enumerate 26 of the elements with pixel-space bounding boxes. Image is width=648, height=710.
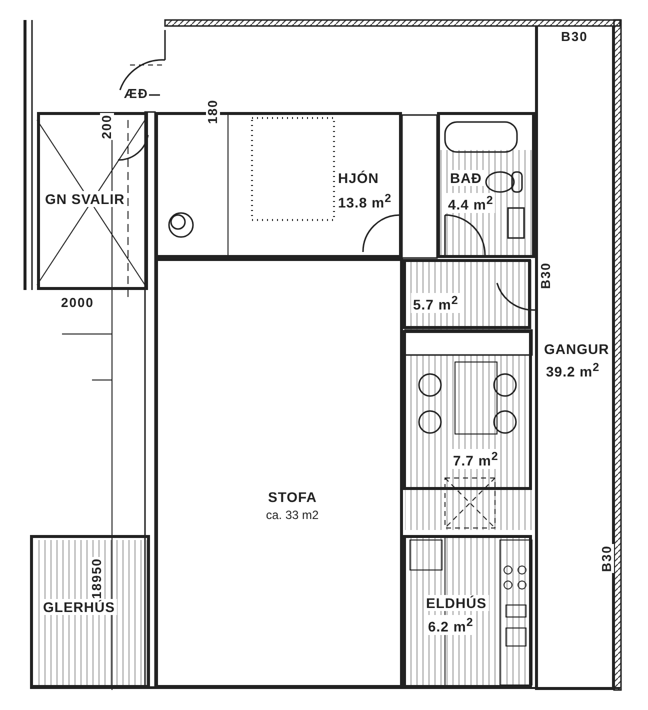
dimension-label: 180 [206,98,220,125]
room-area: 39.2 m$^{2}$ [544,360,602,380]
room-name: STOFA [266,489,319,505]
wall-label: B30 [600,544,614,573]
dimension-label: 200 [100,113,114,140]
room-outline [403,259,531,329]
room-label: 7.7 m$^{2}$ [451,449,500,469]
room-label: GLERHÚS [41,599,117,615]
room-outline [437,112,535,258]
room-area: 4.4 m$^{2}$ [446,193,496,213]
room-name: GANGUR [542,341,612,357]
wall-label: B30 [539,261,553,290]
room-outline [403,330,532,490]
room-area: 6.2 m$^{2}$ [426,615,476,635]
room-area: 13.8 m$^{2}$ [336,191,394,211]
room-label: GN SVALIR [43,191,127,207]
room-label: 5.7 m$^{2}$ [411,293,460,313]
annotation-label: ÆÐ [123,87,150,101]
room-name: ELDHÚS [424,595,489,611]
wall-label: B30 [560,30,589,44]
dimension-label: 2000 [60,296,95,310]
dimension-label: 18950 [90,556,104,600]
room-outline [155,258,403,688]
room-outline [403,535,532,688]
room-name: BAÐ [448,170,484,186]
room-outline [37,112,148,290]
